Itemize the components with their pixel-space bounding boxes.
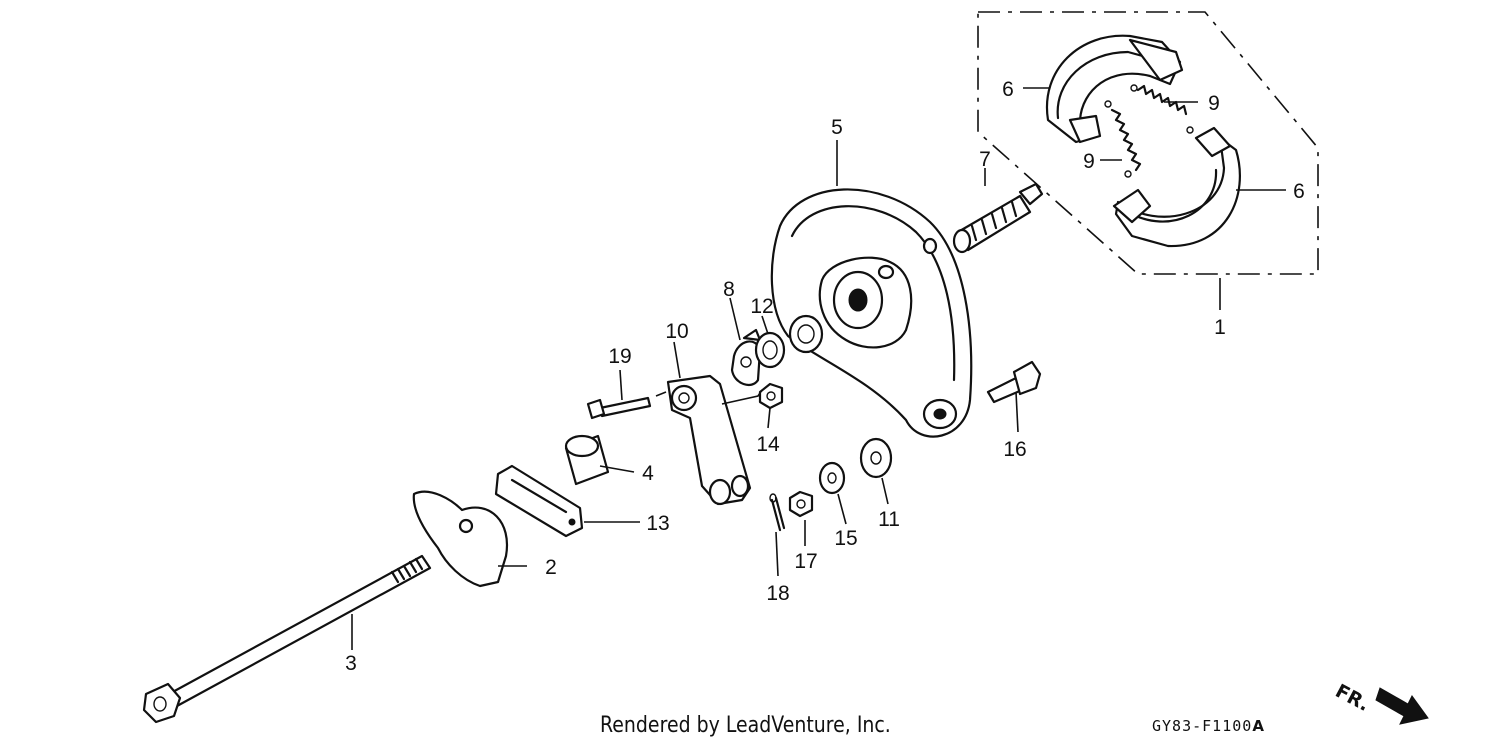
- figure-code-suffix: A: [1252, 717, 1265, 735]
- plate-13: [494, 464, 584, 538]
- brake-panel: [770, 188, 973, 438]
- bolt-19: [586, 396, 652, 420]
- leader-lines: [351, 87, 1286, 650]
- callout-9-lower: 9: [1083, 150, 1095, 173]
- callout-12: 12: [750, 295, 773, 318]
- callout-19: 19: [608, 345, 631, 368]
- spring-lower: [1104, 100, 1142, 178]
- brake-shoe-upper: [1045, 34, 1184, 144]
- callout-11: 11: [878, 508, 900, 531]
- axle-3: [142, 554, 432, 724]
- callout-8: 8: [723, 278, 735, 301]
- indicator-plate-8: [730, 328, 762, 387]
- render-credit: Rendered by LeadVenture, Inc.: [600, 713, 891, 738]
- figure-code: GY83-F1100A: [1152, 717, 1265, 735]
- callout-6-upper: 6: [1002, 78, 1014, 101]
- brake-shoe-lower: [1112, 126, 1241, 248]
- callout-9-upper: 9: [1208, 92, 1220, 115]
- callout-17: 17: [794, 550, 817, 573]
- figure-code-text: GY83-F1100: [1152, 717, 1253, 735]
- washer-15: [818, 461, 846, 495]
- callout-7: 7: [979, 148, 991, 171]
- washer-11: [859, 437, 893, 479]
- callout-6-lower: 6: [1293, 180, 1305, 203]
- callout-10: 10: [665, 320, 688, 343]
- callout-2: 2: [545, 556, 557, 579]
- front-direction-arrow-icon: [1375, 687, 1429, 725]
- collar-4: [564, 434, 610, 486]
- callout-4: 4: [642, 462, 654, 485]
- callout-5: 5: [831, 116, 843, 139]
- callout-16: 16: [1003, 438, 1026, 461]
- callout-1: 1: [1214, 316, 1226, 339]
- callout-3: 3: [345, 652, 357, 675]
- nut-17: [788, 490, 814, 518]
- brake-cam: [952, 182, 1044, 254]
- adjuster-2: [412, 490, 509, 588]
- callout-labels: 1 2 3 4 5 6 6 7 8 9 9 10 11 12 13 14 15 …: [345, 78, 1305, 675]
- callout-13: 13: [646, 512, 669, 535]
- cotter-pin-18: [769, 493, 786, 532]
- nut-14: [758, 382, 784, 410]
- brake-arm-10: [666, 374, 752, 506]
- callout-15: 15: [834, 527, 857, 550]
- bolt-16: [986, 360, 1042, 404]
- spring-upper: [1130, 84, 1194, 134]
- callout-18: 18: [766, 582, 789, 605]
- dust-seal-12: [754, 331, 786, 369]
- brake-shoe-assembly-outline: [977, 11, 1319, 275]
- callout-14: 14: [756, 433, 780, 456]
